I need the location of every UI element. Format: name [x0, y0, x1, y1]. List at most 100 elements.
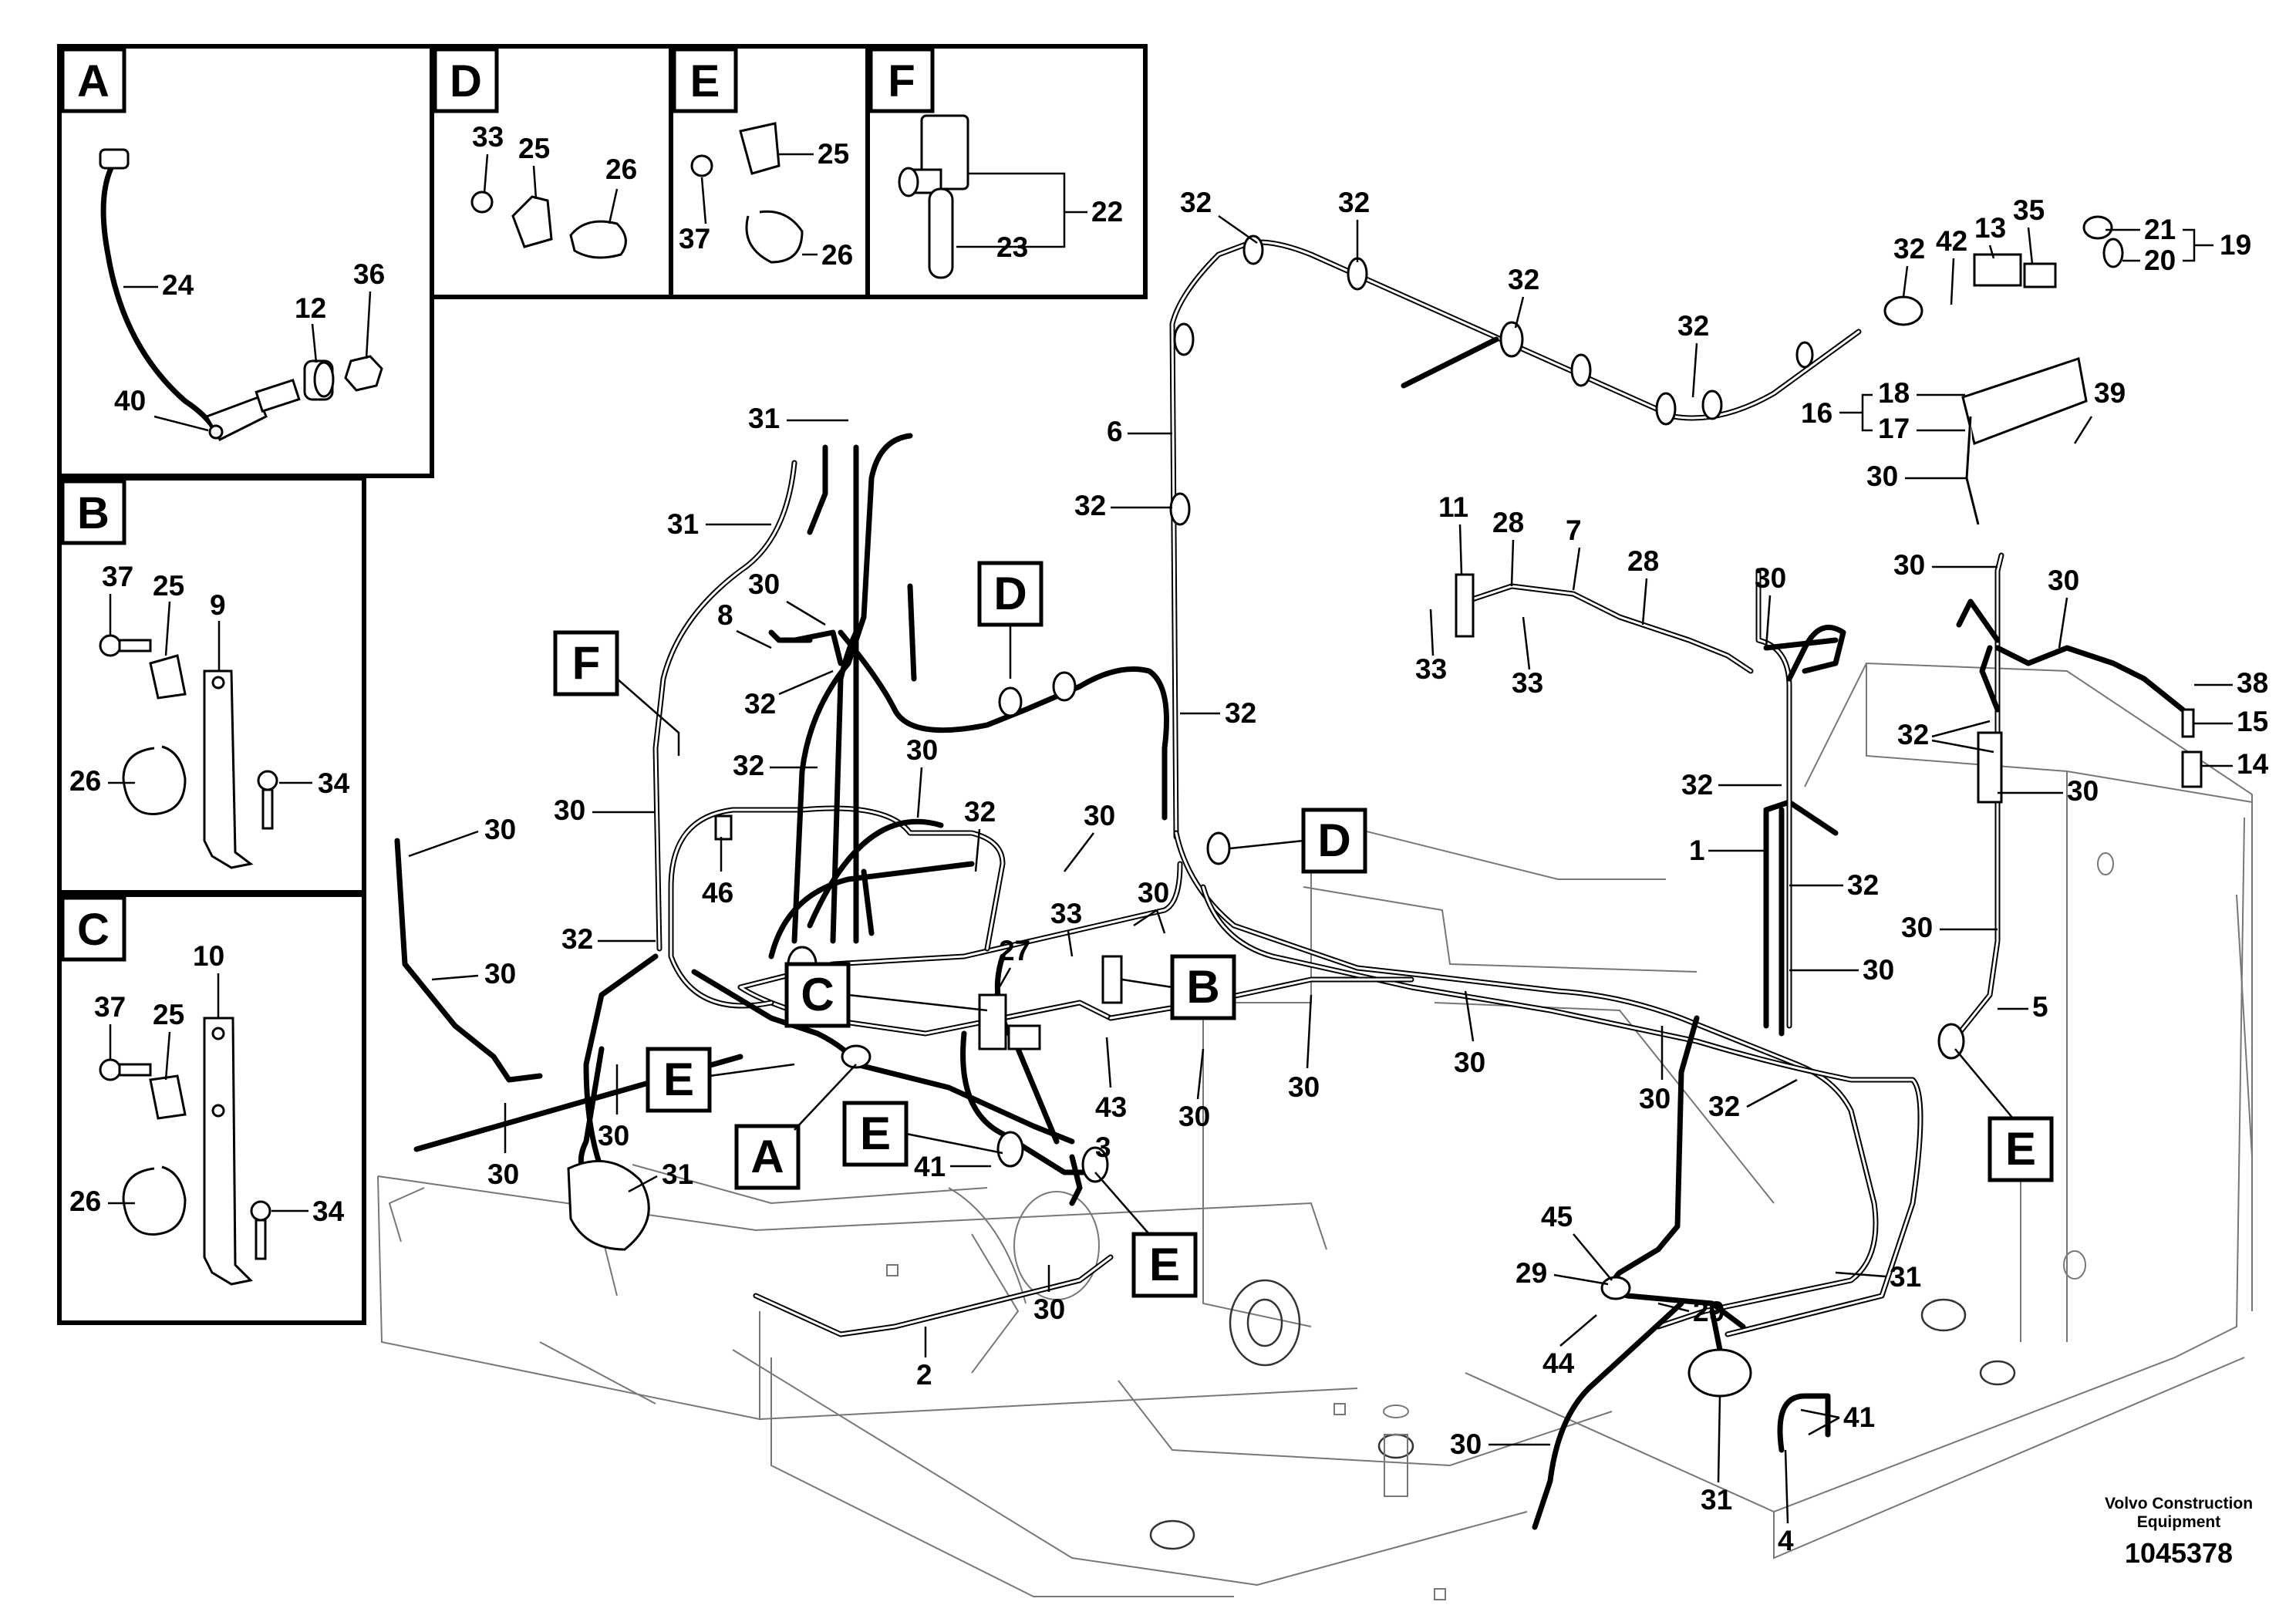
callout-32-k: 32 [1897, 719, 1929, 750]
callout-32-m: 32 [733, 750, 764, 781]
callout-30-j: 30 [1639, 1083, 1671, 1114]
svg-text:C: C [801, 969, 834, 1020]
callout-37-b: 37 [102, 561, 133, 592]
callout-2: 2 [916, 1359, 932, 1391]
tag-e-right: E [1954, 1048, 2054, 1182]
callout-23: 23 [996, 231, 1028, 263]
callout-39: 39 [2094, 377, 2126, 409]
callout-30-s: 30 [484, 814, 516, 845]
callout-33-a: 33 [1415, 653, 1447, 685]
callout-25-d: 25 [518, 133, 550, 164]
callout-29-b: 29 [1693, 1296, 1725, 1327]
callout-32-o: 32 [561, 923, 593, 955]
detail-panel-a: A [57, 44, 434, 478]
detail-panel-f: F [865, 44, 1148, 299]
callout-30-e: 30 [2048, 565, 2079, 596]
tag-a: A [734, 1064, 857, 1190]
callout-17: 17 [1878, 413, 1910, 444]
svg-text:A: A [750, 1131, 784, 1182]
callout-26-e: 26 [821, 239, 853, 271]
callout-40: 40 [114, 385, 146, 416]
callout-16: 16 [1801, 397, 1832, 429]
callout-30-o: 30 [748, 568, 780, 600]
detail-panel-c: C [57, 892, 366, 1325]
callout-28-b: 28 [1627, 545, 1659, 577]
callout-18: 18 [1878, 377, 1910, 409]
callout-25-c: 25 [153, 999, 184, 1030]
callout-37-e: 37 [679, 223, 710, 255]
svg-text:E: E [1149, 1239, 1180, 1290]
callout-26-b: 26 [69, 765, 101, 797]
callout-9: 9 [210, 589, 226, 621]
callout-1: 1 [1689, 835, 1705, 866]
callout-34-b: 34 [318, 767, 350, 799]
callout-30-p: 30 [906, 734, 938, 766]
callout-32-e: 32 [1074, 490, 1106, 521]
callout-14: 14 [2237, 748, 2269, 780]
brand-line-2: Equipment [2136, 1513, 2221, 1531]
callout-21: 21 [2144, 214, 2176, 245]
svg-text:D: D [993, 568, 1027, 619]
callout-26-c: 26 [69, 1185, 101, 1217]
callout-4: 4 [1778, 1525, 1794, 1556]
callout-32-h: 32 [1681, 769, 1713, 801]
callout-6: 6 [1107, 416, 1123, 447]
callout-15: 15 [2237, 706, 2268, 737]
brand-caption: Volvo Construction Equipment [2075, 1495, 2283, 1532]
callout-11: 11 [1438, 491, 1468, 523]
callout-30-a: 30 [1866, 460, 1898, 492]
callout-30-v: 30 [487, 1158, 519, 1190]
harness-clamps [567, 215, 2203, 1398]
callout-41-a: 41 [1843, 1401, 1875, 1433]
callout-32-b: 32 [1338, 187, 1370, 218]
callout-13: 13 [1974, 212, 2006, 244]
callout-31-e: 31 [662, 1158, 693, 1190]
callout-30-d: 30 [1893, 549, 1925, 581]
callout-32-i: 32 [1847, 869, 1879, 901]
callout-30-r: 30 [554, 794, 585, 826]
callout-33-d: 33 [472, 121, 504, 153]
callout-46: 46 [702, 877, 733, 909]
callout-30-n: 30 [1138, 877, 1169, 909]
tag-f: F [553, 630, 680, 756]
callout-34-c: 34 [312, 1195, 345, 1227]
callout-44: 44 [1542, 1347, 1575, 1379]
svg-text:D: D [1317, 814, 1350, 866]
svg-text:F: F [572, 637, 601, 689]
callout-30-b: 30 [1755, 562, 1786, 594]
callout-8: 8 [717, 599, 733, 631]
callout-30-q: 30 [1084, 800, 1115, 831]
tag-e-center: E [842, 1101, 1003, 1167]
callout-32-a: 32 [1180, 187, 1212, 218]
tag-e-lower: E [1094, 1172, 1198, 1298]
panel-e-letter: E [690, 56, 720, 106]
callout-37-c: 37 [94, 991, 126, 1023]
callout-30-k: 30 [1288, 1071, 1320, 1103]
panel-f-letter: F [888, 56, 915, 106]
callout-24: 24 [162, 269, 194, 301]
callout-31-c: 31 [748, 403, 780, 434]
callout-31-d: 31 [667, 508, 699, 540]
detail-panel-b: B [57, 476, 366, 895]
tag-d-upper: D [977, 561, 1043, 679]
brand-line-1: Volvo Construction [2104, 1495, 2254, 1512]
callout-22: 22 [1091, 196, 1123, 228]
callout-32-n: 32 [964, 796, 996, 828]
callout-30-l: 30 [1178, 1101, 1210, 1132]
wire-harness [394, 239, 2186, 1530]
drawing-number: 1045378 [2124, 1537, 2234, 1569]
callout-32-f: 32 [1225, 697, 1256, 729]
callout-32-c: 32 [1508, 264, 1539, 295]
callout-30-c: 30 [1863, 954, 1894, 986]
callout-32-g: 32 [1893, 233, 1925, 265]
callout-7: 7 [1566, 514, 1582, 546]
callout-25-e: 25 [818, 138, 849, 170]
callout-43: 43 [1095, 1091, 1127, 1123]
callout-41-b: 41 [914, 1151, 946, 1182]
callout-32-d: 32 [1677, 310, 1709, 342]
callout-30-i: 30 [1454, 1047, 1485, 1078]
svg-text:E: E [860, 1108, 891, 1159]
callout-28-a: 28 [1492, 507, 1524, 538]
callout-30-m: 30 [1033, 1293, 1065, 1325]
